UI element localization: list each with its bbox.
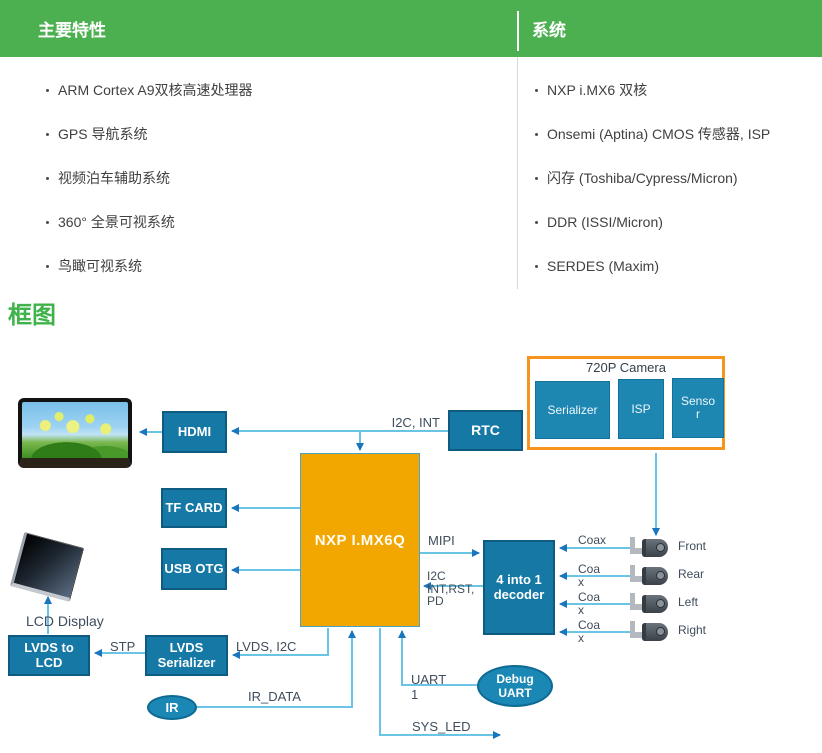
wire-ir-data	[196, 630, 356, 708]
camera-bracket	[630, 632, 644, 638]
header-cell-system: 系统	[517, 0, 822, 57]
coax-label-right: Coax	[578, 618, 601, 645]
nxp-imx6q-block: NXP I.MX6Q	[300, 453, 420, 627]
camera-body	[642, 623, 668, 641]
sys-led-label: SYS_LED	[412, 719, 471, 734]
hdmi-block: HDMI	[162, 411, 227, 453]
decoder-block: 4 into 1 decoder	[483, 540, 555, 635]
spec-table-header: 主要特性 系统	[0, 0, 822, 57]
list-item: ARM Cortex A9双核高速处理器	[45, 81, 517, 99]
coax-label-rear: Coax	[578, 562, 601, 589]
bullet-icon	[46, 221, 49, 224]
camera-lens	[656, 571, 665, 580]
camera-bracket	[630, 537, 635, 554]
coax-label-front: Coax	[578, 533, 607, 547]
bullet-icon	[46, 89, 49, 92]
camera-bracket	[630, 565, 635, 582]
lcd-display-label: LCD Display	[26, 613, 104, 629]
list-item: 视频泊车辅助系统	[45, 169, 517, 187]
ir-data-label: IR_DATA	[248, 689, 301, 704]
header-cell-main-features: 主要特性	[0, 0, 517, 57]
bullet-icon	[46, 177, 49, 180]
camera-bracket	[630, 548, 644, 554]
ir-node: IR	[147, 695, 197, 720]
list-item: 360° 全景可视系统	[45, 213, 517, 231]
coax-label-left: Coax	[578, 590, 601, 617]
camera-bracket	[630, 593, 635, 610]
bullet-icon	[535, 133, 538, 136]
camera-lens	[656, 543, 665, 552]
section-title-block-diagram: 框图	[8, 302, 56, 329]
i2c-int-label: I2C, INT	[391, 415, 440, 430]
camera-lens	[656, 599, 665, 608]
lvds-serializer-block: LVDS Serializer	[145, 635, 228, 676]
camera-name-front: Front	[678, 539, 707, 553]
bullet-icon	[535, 265, 538, 268]
camera-name-right: Right	[678, 623, 707, 637]
header-system-label: 系统	[532, 21, 566, 40]
camera-name-rear: Rear	[678, 567, 705, 581]
system-list: NXP i.MX6 双核 Onsemi (Aptina) CMOS 传感器, I…	[517, 57, 822, 289]
list-item: SERDES (Maxim)	[534, 257, 822, 275]
isp-block: ISP	[618, 379, 664, 439]
tv-image	[18, 398, 132, 468]
uart1-label: UART 1	[411, 672, 446, 702]
camera-body	[642, 539, 668, 557]
debug-uart-node: Debug UART	[477, 665, 553, 707]
sensor-block: Sensor	[672, 378, 724, 438]
header-main-features-label: 主要特性	[38, 21, 106, 40]
list-item: NXP i.MX6 双核	[534, 81, 822, 99]
lvds-i2c-label: LVDS, I2C	[236, 639, 297, 654]
camera-icon-rear	[630, 564, 672, 588]
camera-group-title: 720P Camera	[586, 360, 666, 375]
bullet-icon	[535, 89, 538, 92]
connector-layer	[44, 427, 660, 739]
usb-otg-block: USB OTG	[161, 548, 227, 590]
wire-uart1	[398, 630, 477, 686]
spec-table-body: ARM Cortex A9双核高速处理器 GPS 导航系统 视频泊车辅助系统 3…	[0, 57, 822, 289]
bullet-icon	[535, 221, 538, 224]
camera-group-box: 720P Camera Serializer ISP Sensor	[527, 356, 725, 450]
camera-icon-right	[630, 620, 672, 644]
wire-sys-led	[379, 628, 501, 739]
stp-label: STP	[110, 639, 136, 654]
camera-bracket	[630, 604, 644, 610]
rtc-block: RTC	[448, 410, 523, 451]
bullet-icon	[46, 265, 49, 268]
list-item: 闪存 (Toshiba/Cypress/Micron)	[534, 169, 822, 187]
list-item: GPS 导航系统	[45, 125, 517, 143]
camera-name-left: Left	[678, 595, 699, 609]
mipi-label: MIPI	[428, 533, 455, 548]
camera-icon-left	[630, 592, 672, 616]
serializer-block: Serializer	[535, 381, 610, 439]
wire-lvds-i2c	[232, 628, 329, 659]
camera-body	[642, 567, 668, 585]
camera-icon-front	[630, 536, 672, 560]
i2c-int-rst-pd-label: I2C INT,RST, PD	[427, 569, 475, 608]
list-item: 鸟瞰可视系统	[45, 257, 517, 275]
camera-lens	[656, 627, 665, 636]
camera-bracket	[630, 576, 644, 582]
camera-bracket	[630, 621, 635, 638]
bullet-icon	[46, 133, 49, 136]
bullet-icon	[535, 177, 538, 180]
list-item: DDR (ISSI/Micron)	[534, 213, 822, 231]
lvds-to-lcd-block: LVDS to LCD	[8, 635, 90, 676]
camera-body	[642, 595, 668, 613]
block-diagram: HDMI RTC TF CARD USB OTG NXP I.MX6Q 4 in…	[0, 343, 822, 751]
tf-card-block: TF CARD	[161, 488, 227, 528]
main-features-list: ARM Cortex A9双核高速处理器 GPS 导航系统 视频泊车辅助系统 3…	[0, 57, 517, 289]
list-item: Onsemi (Aptina) CMOS 传感器, ISP	[534, 125, 822, 143]
